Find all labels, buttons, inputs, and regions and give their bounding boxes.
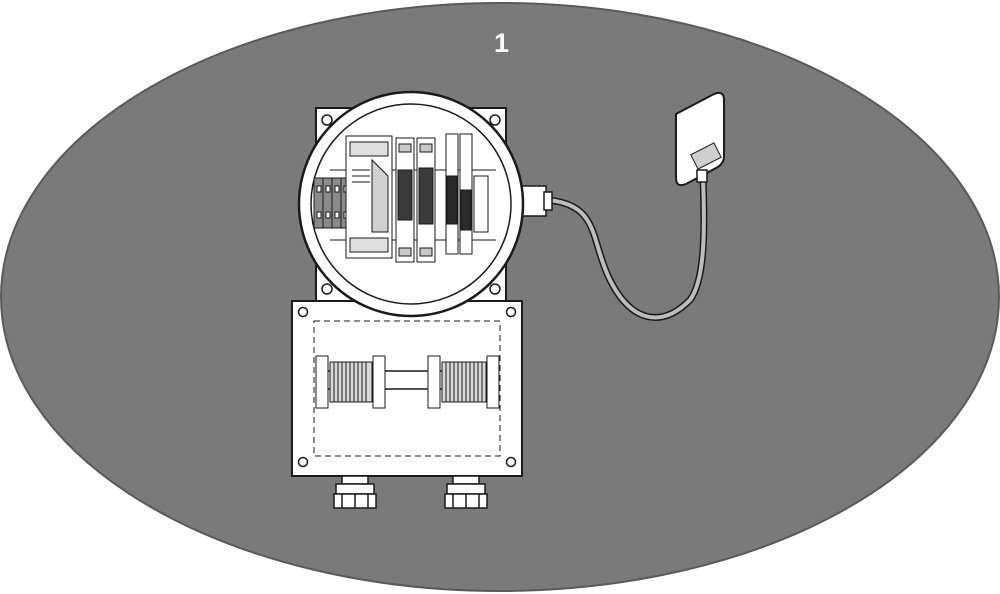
cable-gland-left (333, 475, 377, 509)
junction-box-screws (297, 306, 517, 468)
enclosure-io-module-1 (395, 137, 415, 263)
cable-gland-right (444, 475, 488, 509)
enclosure-cable-entry (521, 185, 547, 217)
terminal-block-right (427, 355, 500, 409)
zone-label: 1 (494, 28, 509, 58)
enclosure-power-module (345, 135, 393, 259)
flat-panel-antenna-icon (675, 91, 725, 187)
terminal-block-left (315, 355, 386, 409)
enclosure-io-module-3 (445, 133, 489, 255)
enclosure-io-module-2 (416, 137, 436, 263)
antenna-cable (544, 174, 708, 321)
explosion-proof-enclosure-icon (297, 90, 553, 318)
enclosure-terminal-strip (313, 177, 351, 229)
terminal-junction-box-icon (291, 300, 523, 509)
